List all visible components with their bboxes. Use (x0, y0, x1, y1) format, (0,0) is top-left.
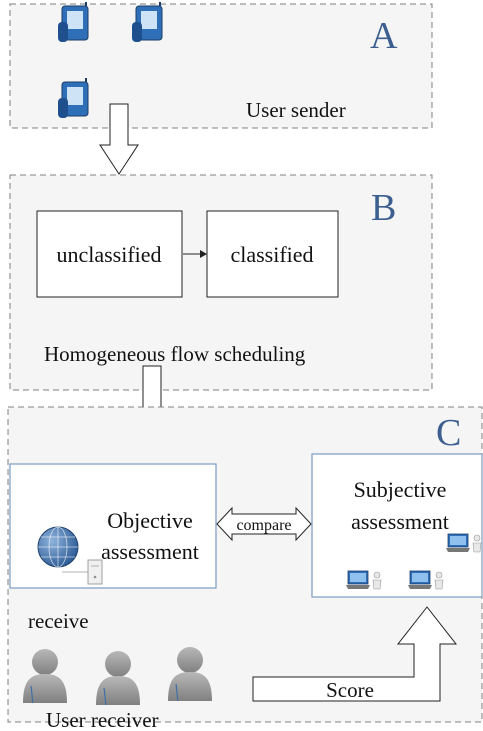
person-icon (23, 649, 67, 704)
arrow-unclassified-to-classified (200, 250, 207, 258)
panel-a: A User sender (9, 2, 433, 129)
objective-assessment-box (9, 463, 217, 589)
subjective-label-line1: Subjective (354, 477, 447, 502)
pda-icon (58, 78, 89, 118)
person-icon (96, 651, 140, 706)
pda-icon (58, 2, 89, 42)
panel-b: B unclassified classified Homogeneous fl… (9, 174, 433, 391)
subjective-assessment-box (311, 453, 483, 598)
panel-c: C Objective assessment compare Subjectiv… (7, 406, 483, 731)
arrow-a-to-b (99, 103, 139, 175)
laptop-user-icon (346, 570, 382, 590)
unclassified-label: unclassified (56, 242, 161, 267)
classified-box (206, 210, 339, 298)
unclassified-box (36, 210, 183, 298)
laptop-user-icon (446, 533, 482, 553)
receive-label: receive (28, 609, 89, 633)
subjective-label-line2: assessment (351, 509, 449, 534)
user-sender-label: User sender (246, 98, 346, 122)
pda-icon (132, 2, 163, 42)
panel-b-letter: B (371, 187, 396, 229)
server-icon (87, 559, 103, 585)
classified-label: classified (230, 242, 313, 267)
objective-label-line2: assessment (101, 539, 199, 564)
user-receiver-label: User receiver (46, 708, 159, 731)
compare-double-arrow (216, 506, 312, 542)
objective-label-line1: Objective (107, 508, 193, 533)
panel-c-letter: C (436, 412, 461, 454)
person-icon (168, 647, 212, 702)
laptop-user-icon (408, 570, 444, 590)
homogeneous-flow-label: Homogeneous flow scheduling (44, 342, 306, 366)
score-label: Score (326, 678, 374, 702)
panel-a-letter: A (370, 15, 398, 57)
score-arrow (252, 606, 458, 702)
globe-icon (37, 526, 92, 573)
compare-label: compare (236, 517, 291, 534)
